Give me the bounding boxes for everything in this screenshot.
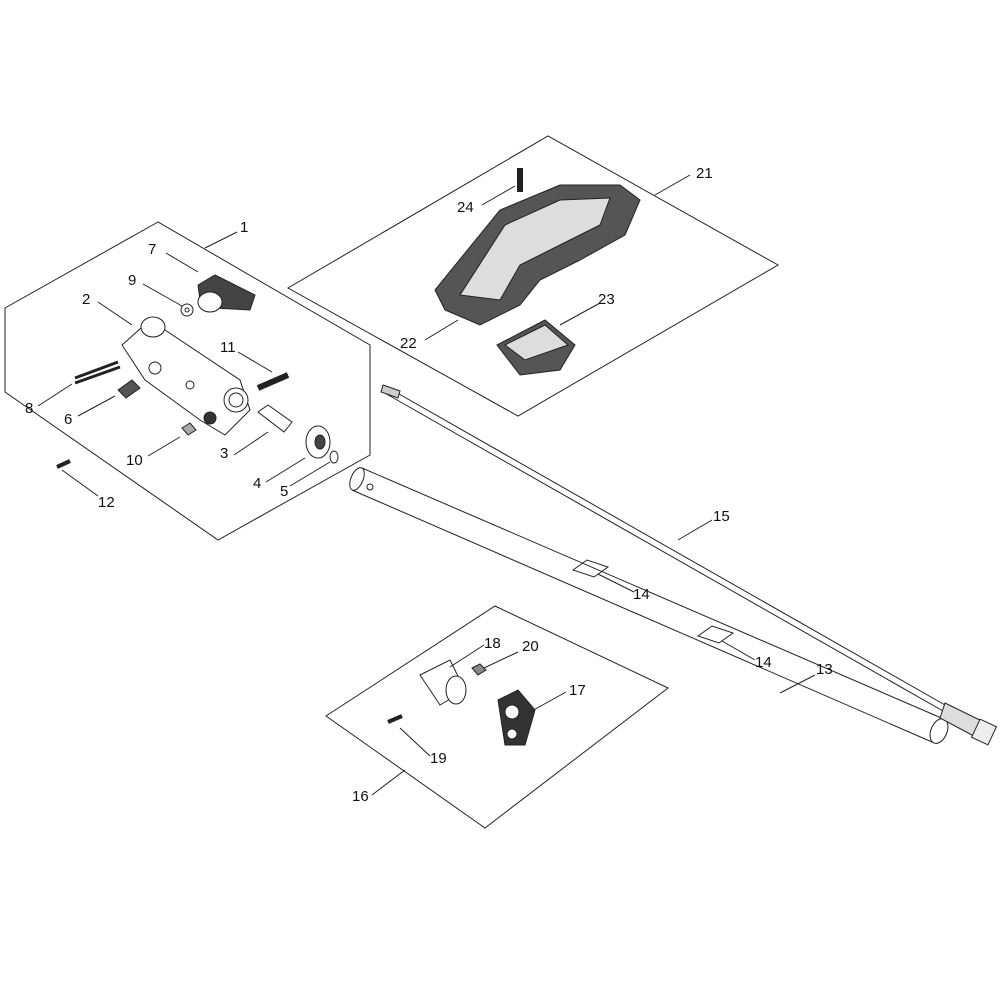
callout-6: 6 <box>64 411 73 428</box>
callout-13: 13 <box>816 661 833 678</box>
callout-14b: 14 <box>755 654 772 671</box>
callout-4: 4 <box>253 475 262 492</box>
part-14-label-b <box>696 625 735 644</box>
callout-22: 22 <box>400 335 417 352</box>
callout-8: 8 <box>25 400 34 417</box>
part-8-screw <box>74 360 121 385</box>
group-box-16 <box>325 605 669 829</box>
part-12-screw <box>56 459 71 469</box>
group-box-21 <box>286 135 780 417</box>
group-box-1 <box>4 221 371 541</box>
part-11-screw <box>256 372 290 391</box>
callout-19: 19 <box>430 750 447 767</box>
callout-5: 5 <box>280 483 289 500</box>
part-19-screw <box>387 714 403 724</box>
callout-23: 23 <box>598 291 615 308</box>
callout-7: 7 <box>148 241 157 258</box>
part-23-pad <box>496 319 576 376</box>
part-20-nut <box>471 663 487 676</box>
callout-17: 17 <box>569 682 586 699</box>
leader-lines <box>37 174 816 796</box>
part-3-pin <box>257 404 293 433</box>
part-18-collar <box>419 659 467 706</box>
part-10-nut <box>181 422 197 436</box>
part-6-nut <box>117 379 141 399</box>
callout-21: 21 <box>696 165 713 182</box>
callout-14a: 14 <box>633 586 650 603</box>
part-2-bracket <box>121 316 251 436</box>
callout-24: 24 <box>457 199 474 216</box>
part-17-clip <box>497 689 536 746</box>
part-22-handle <box>434 184 641 326</box>
callout-9: 9 <box>128 272 137 289</box>
part-13-tube <box>349 467 949 744</box>
callout-11: 11 <box>220 339 236 356</box>
part-15-shaft <box>380 384 998 746</box>
callout-15: 15 <box>713 508 730 525</box>
callout-16: 16 <box>352 788 369 805</box>
callout-10: 10 <box>126 452 143 469</box>
callout-20: 20 <box>522 638 539 655</box>
callout-3: 3 <box>220 445 229 462</box>
part-14-label-a <box>571 559 610 578</box>
callout-1: 1 <box>240 219 249 236</box>
callout-2: 2 <box>82 291 91 308</box>
callout-12: 12 <box>98 494 115 511</box>
part-7-clamp <box>197 274 256 313</box>
part-5-ring <box>329 450 339 464</box>
callout-18: 18 <box>484 635 501 652</box>
part-9-washer <box>180 303 194 317</box>
